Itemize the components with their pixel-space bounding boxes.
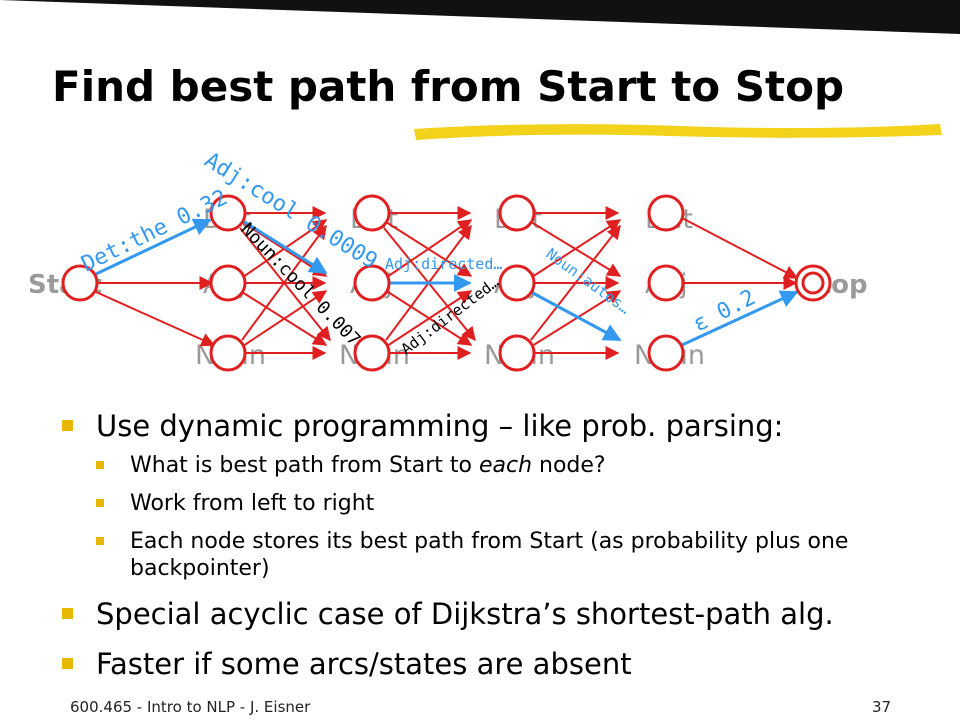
- arc: [531, 219, 622, 278]
- node-det-4: [647, 194, 685, 232]
- arc: [530, 224, 621, 341]
- node-adj-1: [209, 264, 247, 302]
- arc: [681, 217, 799, 279]
- sub-bullet-item: Each node stores its best path from Star…: [96, 528, 950, 582]
- best-path-arc: [95, 218, 212, 276]
- node-adj-2: [353, 264, 391, 302]
- bullet-text: Special acyclic case of Dijkstra’s short…: [96, 597, 834, 631]
- node-det-1: [209, 194, 247, 232]
- start-node: [61, 264, 99, 302]
- node-noun-2: [353, 334, 391, 372]
- arc: [386, 219, 473, 278]
- node-det-2: [353, 194, 391, 232]
- sub-bullet-list: What is best path from Start to each nod…: [96, 452, 950, 582]
- node-noun-3: [498, 334, 536, 372]
- page-number: 37: [872, 698, 892, 716]
- stop-node-inner: [801, 271, 825, 295]
- trellis-diagram: Start Stop Det Det Det Det Adj Adj Adj A…: [28, 148, 868, 372]
- bullet-list: Use dynamic programming – like prob. par…: [60, 408, 950, 696]
- bullet-item: Special acyclic case of Dijkstra’s short…: [60, 596, 950, 632]
- node-det-3: [498, 194, 536, 232]
- footer-text: 600.465 - Intro to NLP - J. Eisner: [70, 698, 311, 716]
- best-path-arc: [242, 219, 328, 275]
- best-path-arc: [681, 290, 799, 347]
- arc: [95, 291, 216, 347]
- bullet-text: Faster if some arcs/states are absent: [96, 647, 632, 681]
- node-noun-4: [647, 334, 685, 372]
- arc: [386, 290, 473, 347]
- arc: [241, 224, 327, 341]
- bullet-text: Use dynamic programming – like prob. par…: [96, 409, 784, 443]
- corner-triangle: [0, 0, 960, 34]
- sub-bullet-text: What is best path from Start to: [130, 453, 479, 478]
- best-path-arc: [530, 290, 622, 342]
- sub-bullet-text: Each node stores its best path from Star…: [130, 529, 849, 581]
- arc: [242, 290, 328, 347]
- node-adj-4: [647, 264, 685, 302]
- sub-bullet-emphasis: each: [478, 453, 533, 478]
- corner-decoration: [0, 0, 960, 34]
- title-underline-highlight: [414, 124, 942, 140]
- sub-bullet-text: Work from left to right: [130, 491, 375, 516]
- arc-label-epsilon: ε 0.2: [689, 285, 759, 337]
- sub-bullet-item: What is best path from Start to each nod…: [96, 452, 950, 479]
- arc: [531, 290, 622, 347]
- sub-bullet-item: Work from left to right: [96, 490, 950, 517]
- slide-title: Find best path from Start to Stop: [52, 62, 845, 111]
- arc-label-adj-directed-top: Adj:directed…: [385, 255, 502, 273]
- bullet-item: Faster if some arcs/states are absent: [60, 646, 950, 682]
- sub-bullet-text: node?: [532, 453, 606, 478]
- node-noun-1: [209, 334, 247, 372]
- node-adj-3: [498, 264, 536, 302]
- bullet-item: Use dynamic programming – like prob. par…: [60, 408, 950, 582]
